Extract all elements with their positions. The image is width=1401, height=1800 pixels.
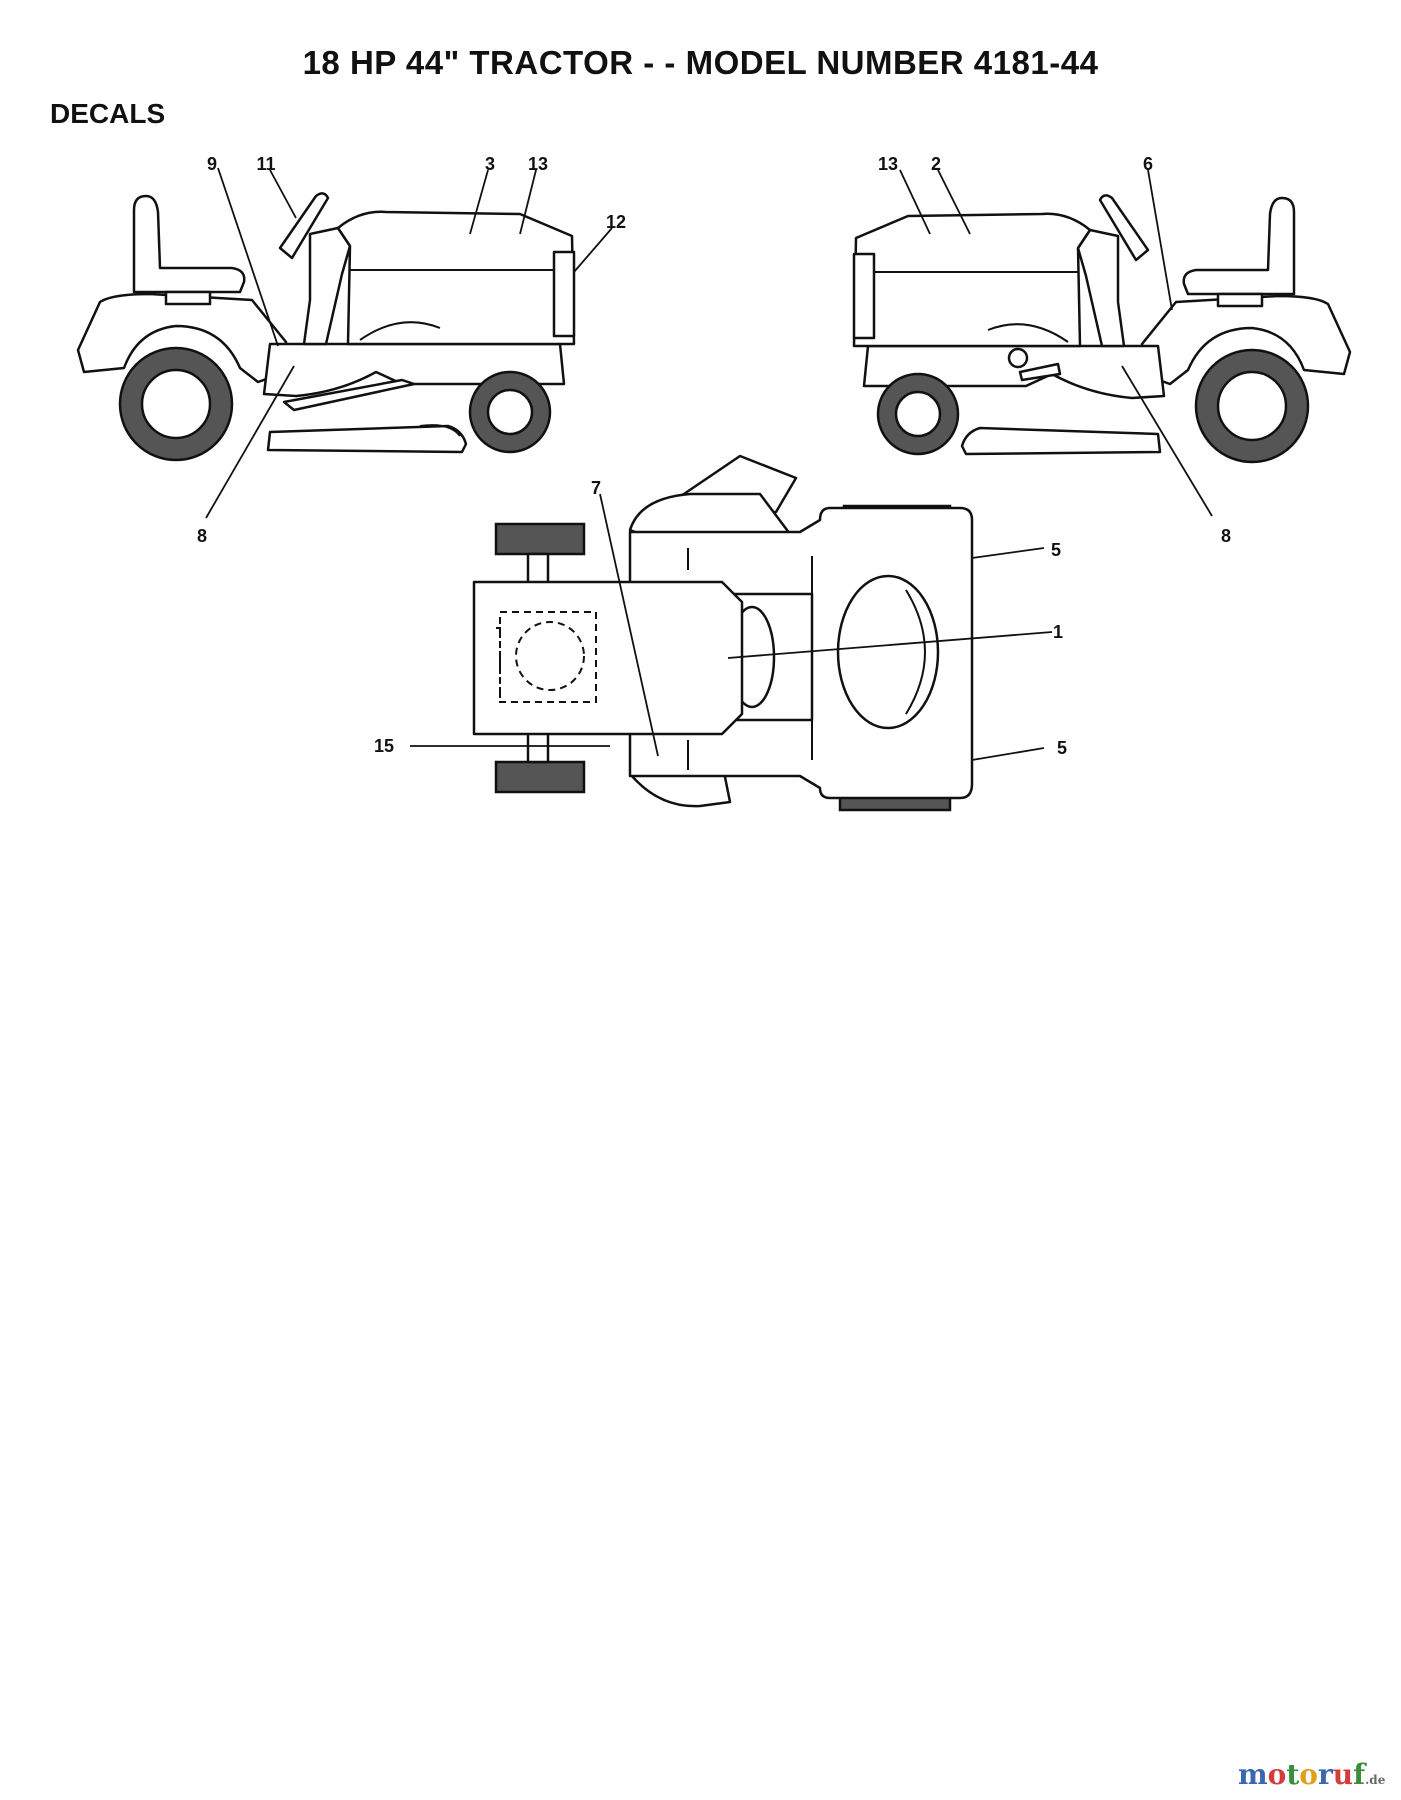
tractor-right-side-view bbox=[852, 194, 1352, 464]
callout-7: 7 bbox=[591, 478, 601, 498]
motoruf-watermark-logo: motoruf.de bbox=[1238, 1758, 1385, 1791]
callout-8-left: 8 bbox=[197, 526, 207, 546]
leader-7 bbox=[599, 493, 659, 757]
callout-6: 6 bbox=[1143, 154, 1153, 174]
callout-15: 15 bbox=[374, 736, 394, 756]
leader-13-right bbox=[899, 169, 931, 235]
leader-6 bbox=[1147, 169, 1173, 311]
page-title: 18 HP 44" TRACTOR - - MODEL NUMBER 4181-… bbox=[302, 44, 1099, 81]
leader-12 bbox=[573, 227, 613, 273]
tractor-top-view: 7 5 1 15 5 bbox=[374, 454, 1067, 812]
hood bbox=[336, 210, 576, 346]
leader-9 bbox=[217, 167, 279, 347]
watermark-letter: f bbox=[1353, 1758, 1366, 1791]
tractor-left-side-view: 9 11 3 13 12 8 bbox=[76, 154, 626, 546]
grille bbox=[552, 250, 576, 338]
rear-left-tire bbox=[494, 522, 586, 556]
watermark-letter: u bbox=[1332, 1758, 1354, 1791]
watermark-letter: t bbox=[1286, 1758, 1300, 1791]
leader-1 bbox=[727, 631, 1053, 659]
seat bbox=[132, 194, 246, 294]
rear-hub bbox=[140, 368, 212, 440]
top-fender-upper bbox=[628, 492, 792, 536]
axle-lower bbox=[526, 730, 550, 764]
section-heading: DECALS bbox=[50, 98, 166, 129]
leader-2 bbox=[937, 169, 971, 235]
callout-5-lower: 5 bbox=[1057, 738, 1067, 758]
callout-8-right: 8 bbox=[1221, 526, 1231, 546]
leader-3 bbox=[469, 169, 489, 235]
leader-13-left bbox=[519, 169, 537, 235]
callout-13-left: 13 bbox=[528, 154, 548, 174]
battery-bracket bbox=[496, 627, 501, 698]
callout-3: 3 bbox=[485, 154, 495, 174]
top-fender-lower bbox=[630, 770, 732, 808]
dash-panel bbox=[302, 226, 352, 346]
watermark-suffix: .de bbox=[1365, 1773, 1386, 1787]
right-view-callouts: 13 2 6 8 bbox=[878, 154, 1231, 546]
rear-deck-plate bbox=[472, 580, 744, 736]
rear-right-tire bbox=[494, 760, 586, 794]
watermark-letter: m bbox=[1238, 1758, 1268, 1791]
watermark-letter: o bbox=[1267, 1758, 1287, 1791]
seat-mount bbox=[164, 290, 212, 306]
leader-8-left bbox=[205, 365, 295, 519]
leader-5-lower bbox=[971, 747, 1045, 761]
watermark-letter: o bbox=[1299, 1758, 1318, 1791]
watermark-letter: r bbox=[1317, 1758, 1333, 1791]
hood-oval bbox=[836, 574, 940, 730]
callout-13-right: 13 bbox=[878, 154, 898, 174]
callout-2: 2 bbox=[931, 154, 941, 174]
mower-deck bbox=[266, 424, 468, 454]
callout-5-upper: 5 bbox=[1051, 540, 1061, 560]
front-hub bbox=[486, 388, 534, 436]
steering-wheel bbox=[278, 192, 330, 260]
callout-9: 9 bbox=[207, 154, 217, 174]
callout-11: 11 bbox=[256, 154, 275, 174]
leader-8-right bbox=[1121, 365, 1213, 517]
axle-upper bbox=[526, 552, 550, 586]
callout-12: 12 bbox=[606, 212, 626, 232]
hood-oval-inner bbox=[905, 589, 926, 715]
gas-cap-outline bbox=[515, 621, 585, 691]
rear-fender bbox=[76, 292, 288, 384]
callout-1: 1 bbox=[1053, 622, 1063, 642]
leader-11 bbox=[269, 169, 297, 219]
foot-pedal bbox=[282, 378, 416, 412]
deck-chute bbox=[419, 424, 461, 437]
leader-5-upper bbox=[971, 547, 1045, 559]
hood-vent bbox=[359, 321, 441, 341]
